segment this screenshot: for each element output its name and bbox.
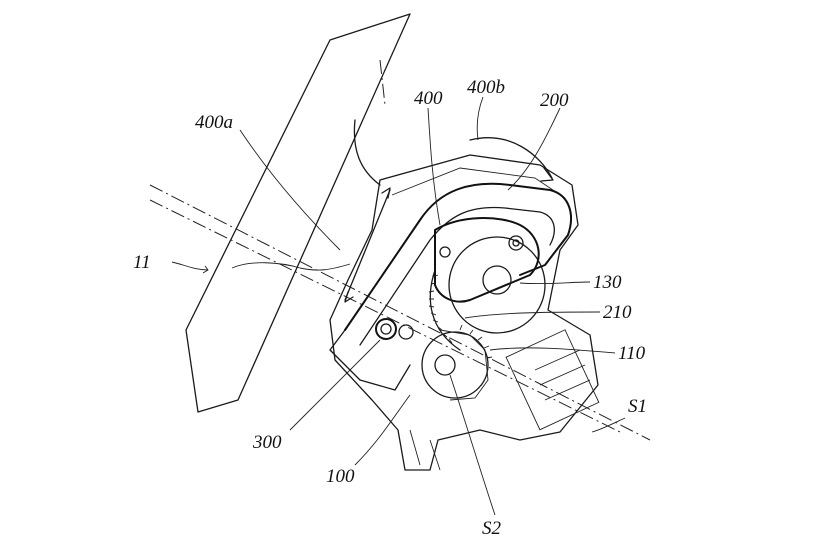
label-S2: S2 bbox=[482, 518, 502, 539]
label-130: 130 bbox=[593, 272, 622, 293]
label-200: 200 bbox=[540, 90, 569, 111]
center-lines bbox=[149, 59, 651, 441]
gear-210 bbox=[428, 269, 461, 351]
drive-gear-110 bbox=[421, 324, 493, 401]
pin-300 bbox=[375, 318, 414, 340]
label-210: 210 bbox=[603, 302, 632, 323]
plate-130 bbox=[448, 236, 546, 334]
label-110: 110 bbox=[618, 343, 646, 364]
panel-11 bbox=[185, 13, 411, 413]
label-400a: 400a bbox=[195, 112, 233, 133]
label-100: 100 bbox=[326, 466, 355, 487]
leader-lines bbox=[171, 96, 626, 516]
label-S1: S1 bbox=[628, 396, 647, 417]
label-400b: 400b bbox=[467, 77, 505, 98]
housing-body bbox=[329, 154, 600, 471]
guide-rail-400 bbox=[329, 182, 572, 391]
label-400: 400 bbox=[414, 88, 443, 109]
displacement-arrows bbox=[344, 119, 391, 303]
reference-labels: 11 400a 400 400b 200 130 210 110 S1 300 … bbox=[133, 77, 647, 539]
label-11: 11 bbox=[133, 252, 151, 273]
rotation-arrow-400b bbox=[469, 137, 554, 182]
label-300: 300 bbox=[252, 432, 282, 453]
link-plate-200 bbox=[434, 217, 540, 303]
